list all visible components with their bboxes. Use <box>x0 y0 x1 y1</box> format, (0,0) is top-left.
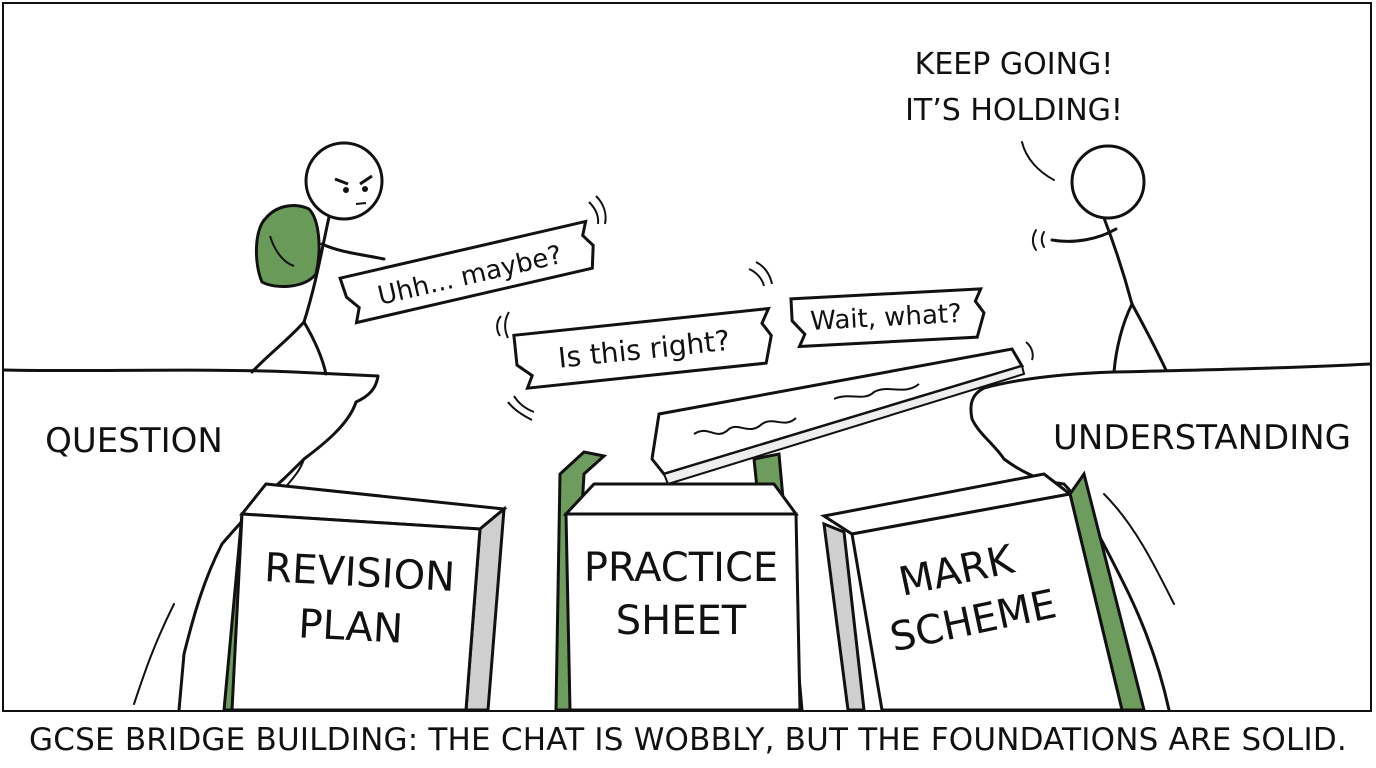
comic-illustration: KEEP GOING! IT’S HOLDING! QUESTION UNDER… <box>4 47 1370 710</box>
tilted-plank <box>650 347 1026 486</box>
plank-wait-what: Wait, what? <box>789 287 986 349</box>
left-cliff-label: QUESTION <box>45 421 223 461</box>
book-title-line-2: PLAN <box>297 601 404 652</box>
book-title-line-1: PRACTICE <box>584 545 778 591</box>
left-cliff <box>4 368 380 710</box>
right-stick-figure <box>1021 141 1168 374</box>
head <box>1070 144 1146 220</box>
left-stick-figure <box>250 141 386 376</box>
backpack <box>254 204 321 288</box>
book-title-line-1: REVISION <box>263 545 456 601</box>
plank-is-this-right: Is this right? <box>512 306 773 390</box>
right-cliff-label: UNDERSTANDING <box>1053 418 1351 458</box>
book-practice-sheet: PRACTICE SHEET <box>554 450 804 710</box>
right-cliff <box>969 362 1370 710</box>
book-title-line-2: SHEET <box>616 598 747 644</box>
book-mark-scheme: MARK SCHEME <box>820 470 1146 710</box>
comic-panel: KEEP GOING! IT’S HOLDING! QUESTION UNDER… <box>2 2 1372 712</box>
plank-uhh-maybe: Uhh... maybe? <box>338 219 595 325</box>
speech-line-2: IT’S HOLDING! <box>905 93 1123 128</box>
book-revision-plan: REVISION PLAN <box>222 482 508 710</box>
comic-caption: GCSE BRIDGE BUILDING: THE CHAT IS WOBBLY… <box>29 722 1347 758</box>
speech-line-1: KEEP GOING! <box>915 47 1114 82</box>
